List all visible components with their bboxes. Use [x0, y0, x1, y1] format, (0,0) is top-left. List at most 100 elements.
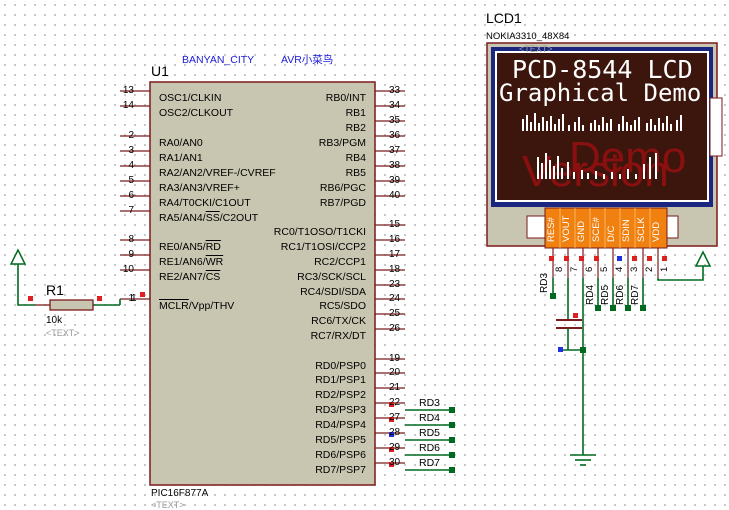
ground-symbol [570, 454, 596, 466]
pin-number: 30 [389, 457, 401, 468]
pin-label: RC6/TX/CK [311, 315, 366, 327]
lcd-pin-header [544, 207, 668, 249]
pin-number: 24 [389, 293, 401, 304]
lcd-pin-label: VDD [651, 221, 662, 242]
resistor-pin-number: 1 [131, 293, 137, 304]
resistor-value: 10k [46, 315, 63, 326]
pin-number: 16 [389, 234, 401, 245]
pin-label: RC0/T1OSO/T1CKI [273, 226, 366, 238]
pin-number: 25 [389, 308, 401, 319]
pin-label-part: RE0/AN5/ [159, 241, 206, 253]
pin-label: RD1/PSP1 [315, 374, 366, 386]
pin-number: 35 [389, 115, 401, 126]
lcd-pin-number: 1 [659, 266, 670, 272]
pin-number: 29 [389, 442, 401, 453]
pin-label: RB5 [345, 167, 366, 179]
lcd-pin-label: SCLK [636, 217, 647, 242]
pin-label: RA4/T0CKI/C1OUT [159, 197, 251, 209]
pin-number: 7 [128, 205, 134, 216]
resistor-ref[interactable]: R1 [46, 282, 64, 298]
pin-number: 36 [389, 130, 401, 141]
pin-label: RA1/AN1 [159, 152, 203, 164]
net-label-rd4: RD4 [585, 284, 596, 305]
pin-label: RE0/AN5/RD [159, 242, 221, 253]
pin-label-overline: CS [205, 271, 221, 283]
lcd-pin-label: RES# [546, 217, 557, 242]
pin-number: 3 [128, 145, 134, 156]
pin-label: RD7/PSP7 [315, 464, 366, 476]
lcd-pin-label: SCE# [591, 217, 602, 242]
pin-number: 20 [389, 367, 401, 378]
lcd-graphics [522, 113, 682, 179]
pin-number: 39 [389, 175, 401, 186]
mcu-text-placeholder: <TEXT> [151, 500, 185, 510]
annotation-author: BANYAN_CITY [182, 54, 255, 66]
pin-label: OSC1/CLKIN [159, 92, 222, 104]
mcu-part: PIC16F877A [151, 488, 209, 499]
pin-label: RC3/SCK/SCL [297, 271, 366, 283]
net-label-rd3: RD3 [539, 272, 550, 293]
lcd-pin-number: 2 [644, 266, 655, 272]
net-label-rd3: RD3 [419, 397, 441, 409]
pin-number: 18 [389, 264, 401, 275]
pin-markers [28, 256, 667, 467]
pin-number: 9 [128, 249, 134, 260]
lcd-line-1: PCD-8544 LCD [512, 55, 693, 84]
pin-number: 15 [389, 219, 401, 230]
net-label-rd6: RD6 [615, 284, 626, 305]
pin-label: RA5/AN4/SS/C2OUT [159, 213, 258, 224]
pin-number: 14 [122, 100, 134, 111]
pin-number: 1 [128, 293, 134, 304]
pin-label: RC1/T1OSI/CCP2 [280, 241, 366, 253]
pin-label: RD5/PSP5 [315, 434, 366, 446]
pin-label: RB2 [345, 122, 366, 134]
mcu-body [149, 81, 376, 486]
lcd-pin-label: D/C [606, 225, 617, 242]
pin-number: 10 [122, 264, 134, 275]
pin-label: RA3/AN3/VREF+ [159, 182, 240, 194]
pin-number: 33 [389, 85, 401, 96]
pin-label-part: RE1/AN6/ [159, 256, 206, 268]
lcd-pin-number: 5 [599, 266, 610, 272]
pin-label: RC4/SDI/SDA [300, 286, 366, 298]
lcd-pin-label: SDIN [621, 219, 632, 242]
lcd-model: NOKIA3310_48X84 [486, 31, 570, 42]
capacitor [556, 319, 582, 329]
power-arrow-lcd [694, 250, 712, 267]
pin-label-part: RA5/AN4/ [159, 212, 206, 224]
pin-label: RB4 [345, 152, 366, 164]
pin-number: 40 [389, 190, 401, 201]
pin-label: RB3/PGM [318, 137, 366, 149]
pin-number: 5 [128, 175, 134, 186]
pin-label: RC7/RX/DT [310, 330, 366, 342]
pin-label: RA0/AN0 [159, 137, 203, 149]
lcd-pin-number: 8 [554, 266, 565, 272]
pin-label-overline: MCLR [159, 300, 189, 312]
net-label-rd7: RD7 [419, 457, 441, 469]
pin-label: RE2/AN7/CS [159, 272, 220, 283]
pin-number: 34 [389, 100, 401, 111]
net-label-rd7: RD7 [630, 284, 641, 305]
pin-number: 13 [122, 85, 134, 96]
lcd-pin-number: 4 [614, 266, 625, 272]
annotation-note: AVR小菜鸟 [281, 54, 334, 66]
pin-label-part: /Vpp/THV [188, 300, 235, 312]
lcd-pin-label: VOUT [561, 215, 572, 242]
pin-number: 2 [128, 130, 134, 141]
pin-label: OSC2/CLKOUT [159, 107, 234, 119]
pin-label-part: RE2/AN7/ [159, 271, 206, 283]
pin-label: MCLR/Vpp/THV [159, 301, 234, 312]
lcd-ref[interactable]: LCD1 [486, 10, 522, 26]
pin-label: RD0/PSP0 [315, 360, 366, 372]
net-label-rd5: RD5 [600, 284, 611, 305]
lcd-line-2: Graphical Demo [499, 79, 702, 107]
lcd-text-placeholder: <TEXT> [519, 44, 553, 54]
pin-number: 38 [389, 160, 401, 171]
pin-number: 8 [128, 234, 134, 245]
lcd-wires [552, 266, 704, 455]
pin-label: RD2/PSP2 [315, 389, 366, 401]
pin-number: 26 [389, 323, 401, 334]
pin-label: RD4/PSP4 [315, 419, 366, 431]
mcu-ref[interactable]: U1 [151, 63, 169, 79]
